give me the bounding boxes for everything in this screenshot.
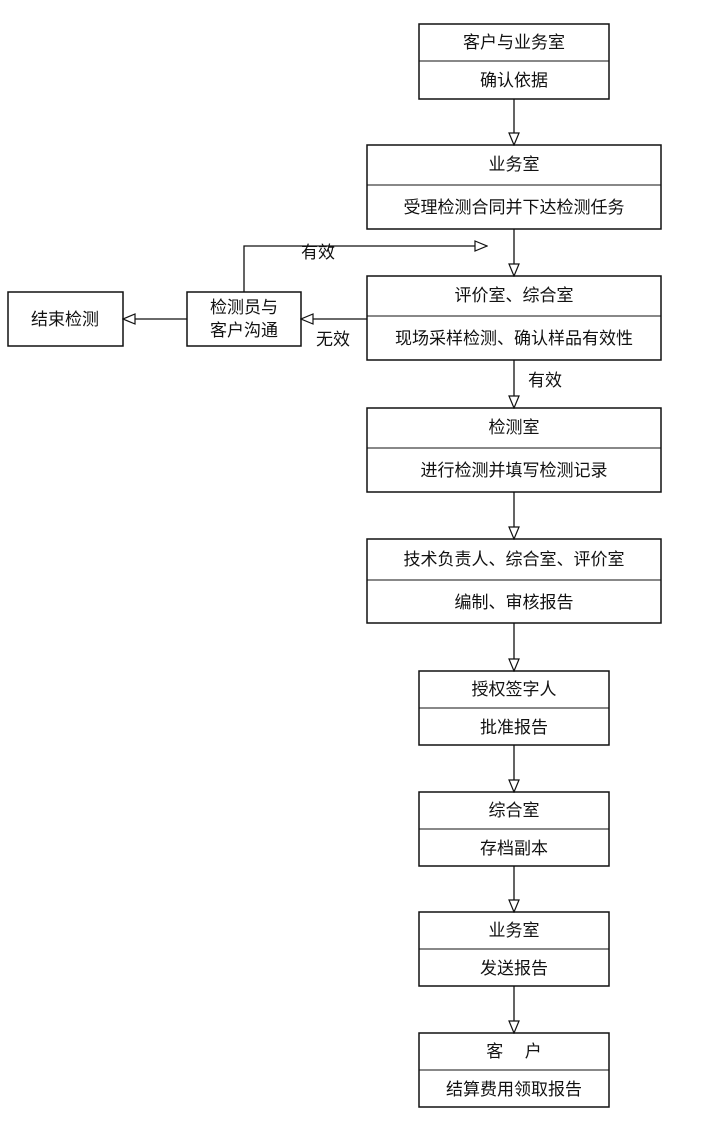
step-box-5: 技术负责人、综合室、评价室 编制、审核报告: [366, 538, 662, 624]
label-valid-loop: 有效: [301, 243, 335, 263]
step-box-2: 业务室 受理检测合同并下达检测任务: [366, 144, 662, 230]
step-5-task: 编制、审核报告: [455, 593, 574, 613]
step-1-task: 确认依据: [480, 71, 548, 91]
end-label: 结束检测: [31, 310, 99, 330]
communicate-box: 检测员与 客户沟通: [186, 291, 302, 347]
step-box-3: 评价室、综合室 现场采样检测、确认样品有效性: [366, 275, 662, 361]
step-box-4: 检测室 进行检测并填写检测记录: [366, 407, 662, 493]
communicate-line-1: 检测员与: [210, 298, 278, 318]
arrow-valid-loop: [243, 246, 487, 292]
communicate-line-2: 客户沟通: [210, 321, 278, 341]
step-4-task: 进行检测并填写检测记录: [421, 461, 608, 481]
step-6-role: 授权签字人: [472, 680, 557, 700]
step-9-role: 客 户: [486, 1042, 542, 1062]
step-7-task: 存档副本: [480, 839, 548, 859]
step-box-6: 授权签字人 批准报告: [418, 670, 610, 746]
step-7-role: 综合室: [489, 801, 540, 821]
step-3-role: 评价室、综合室: [455, 286, 574, 306]
step-9-task: 结算费用领取报告: [446, 1080, 582, 1100]
step-6-task: 批准报告: [480, 718, 548, 738]
step-2-task: 受理检测合同并下达检测任务: [404, 198, 625, 218]
step-box-9: 客 户 结算费用领取报告: [418, 1032, 610, 1108]
step-5-role: 技术负责人、综合室、评价室: [404, 550, 625, 570]
step-8-role: 业务室: [489, 921, 540, 941]
label-invalid: 无效: [316, 330, 350, 350]
step-box-1: 客户与业务室 确认依据: [418, 23, 610, 100]
step-8-task: 发送报告: [480, 959, 548, 979]
end-box: 结束检测: [7, 291, 124, 347]
step-3-task: 现场采样检测、确认样品有效性: [395, 329, 633, 349]
step-1-role: 客户与业务室: [463, 33, 565, 53]
label-valid-down: 有效: [528, 371, 562, 391]
step-box-8: 业务室 发送报告: [418, 911, 610, 987]
step-4-role: 检测室: [489, 418, 540, 438]
step-2-role: 业务室: [489, 155, 540, 175]
step-box-7: 综合室 存档副本: [418, 791, 610, 867]
